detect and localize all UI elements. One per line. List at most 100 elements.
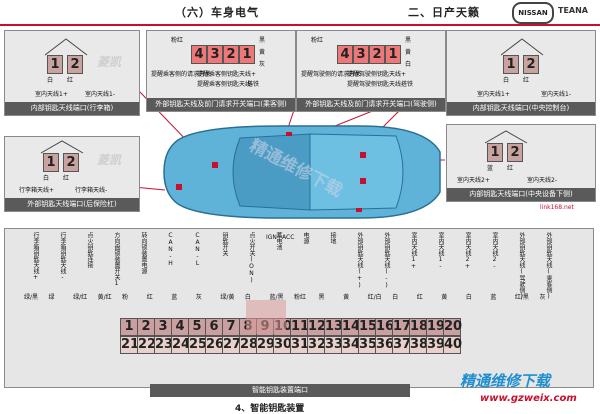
- connector-pin-18: 18: [409, 318, 429, 336]
- wire-color-red: 红: [63, 175, 70, 182]
- car-windshield: [232, 133, 311, 211]
- wire-color-white: 白: [503, 77, 510, 84]
- wire-color-label: 绿/黑: [24, 294, 39, 301]
- smart-key-unit-panel: [4, 228, 594, 388]
- connector-pin-22: 22: [137, 336, 157, 354]
- connector-pin-14: 14: [341, 318, 361, 336]
- connector-shape-icon: [484, 130, 528, 144]
- terminal-label: 室内天线2+: [464, 232, 471, 270]
- panel-interior-antenna-center: 1 2 蓝 红 室内天线2+ 室内天线2- 内部钥匙天线端口(中央设备下侧): [446, 124, 596, 202]
- pin-1: 1: [503, 55, 519, 74]
- antenna-label-plus: 室内天线1+: [477, 91, 510, 98]
- terminal-label: 室内天线1-: [437, 232, 444, 270]
- wire-color-label: 绿: [48, 294, 55, 301]
- footer-url: www.gzweix.com: [480, 393, 577, 404]
- wire-color-yellow: 黄: [259, 49, 266, 56]
- nissan-logo: NISSAN: [512, 2, 554, 24]
- car-top-view: [163, 125, 441, 219]
- connector-pin-23: 23: [154, 336, 174, 354]
- pin-1: 1: [47, 55, 63, 74]
- wire-color-red: 红: [67, 77, 74, 84]
- wire-color-label: 绿/红: [73, 294, 88, 301]
- terminal-label: 外部钥匙天线(-): [383, 232, 390, 289]
- terminal-label: 外部钥匙天线(驾驶侧): [518, 232, 525, 300]
- wire-color-gray: 灰: [259, 61, 266, 68]
- terminal-label: 外部钥匙天线(乘客侧): [545, 232, 552, 300]
- pin-2: 2: [523, 55, 539, 74]
- wire-color-label: 灰: [539, 294, 546, 301]
- pin-1: 1: [239, 45, 255, 64]
- ign-label: IGN: [266, 234, 277, 241]
- connector-pin-36: 36: [375, 336, 395, 354]
- connector-pin-32: 32: [307, 336, 327, 354]
- wire-color-label: 蓝: [171, 294, 178, 301]
- wire-color-label: 红/黑: [514, 294, 529, 301]
- pin-1: 1: [487, 143, 503, 162]
- connector-pin-30: 30: [273, 336, 293, 354]
- figure-title: 4、智能钥匙装置: [235, 404, 305, 414]
- pin-1: 1: [385, 45, 401, 64]
- connector-caption: 智能钥匙装置端口: [150, 384, 410, 397]
- connector-pin-37: 37: [392, 336, 412, 354]
- pin-2: 2: [369, 45, 385, 64]
- pin-2: 2: [507, 143, 523, 162]
- antenna-plus-label: 提醒乘客侧钥匙天线+: [197, 71, 257, 78]
- antenna-label-minus: 室内天线1-: [85, 91, 115, 98]
- model-name: TEANA: [558, 6, 588, 15]
- trunk-antenna-minus-label: 行李箱天线-: [75, 187, 108, 194]
- request-switch-label: 提醒驾驶侧的请求开关: [301, 71, 362, 78]
- connector-pin-17: 17: [392, 318, 412, 336]
- pin-2: 2: [223, 45, 239, 64]
- wire-color-yellow: 黄: [405, 49, 412, 56]
- wire-color-white: 白: [405, 61, 412, 68]
- terminal-label: 室内天线1+: [410, 232, 417, 270]
- connector-pin-4: 4: [171, 318, 189, 336]
- terminal-label: 行李箱钥匙天线-: [59, 232, 66, 281]
- connector-pin-19: 19: [426, 318, 446, 336]
- acc-label: ACC: [282, 234, 295, 241]
- watermark-text: 菱凯: [97, 153, 122, 167]
- connector-pin-27: 27: [222, 336, 242, 354]
- wire-color-row: 绿/黑绿绿/红黄/红粉红蓝灰绿/黄白蓝/黑粉红黑黄红/白白红黄白蓝红/黑灰: [20, 292, 580, 301]
- terminal-label: 钥匙开关: [221, 232, 228, 256]
- wire-color-white: 白: [47, 77, 54, 84]
- antenna-marker-passenger: [286, 132, 292, 136]
- connector-pin-31: 31: [290, 336, 310, 354]
- wire-color-label: 黄: [441, 294, 448, 301]
- connector-pin-5: 5: [188, 318, 206, 336]
- panel-interior-antenna-console: 1 2 白 红 室内天线1+ 室内天线1- 内部钥匙天线端口(中央控制台): [446, 30, 596, 116]
- wire-color-blue: 蓝: [487, 165, 494, 172]
- connector-pin-29: 29: [256, 336, 276, 354]
- pin-4: 4: [191, 45, 207, 64]
- connector-pin-39: 39: [426, 336, 446, 354]
- car-roof: [309, 133, 404, 211]
- terminal-label: 行李箱钥匙天线+: [32, 232, 39, 281]
- wire-color-label: 白: [392, 294, 399, 301]
- connector-pin-7: 7: [222, 318, 240, 336]
- wire-color-red: 红: [507, 165, 514, 172]
- connector-pin-40: 40: [443, 336, 463, 354]
- pin-3: 3: [353, 45, 369, 64]
- antenna-marker-driver: [356, 208, 362, 212]
- terminal-label: 室内天线2-: [491, 232, 498, 270]
- terminal-label: 点火钥匙连接: [86, 232, 93, 268]
- wire-color-label: 黄: [343, 294, 350, 301]
- wire-color-black: 黑: [259, 37, 266, 44]
- antenna-marker-center: [360, 178, 366, 184]
- panel-caption: 内部钥匙天线端口(行李箱): [5, 102, 139, 115]
- antenna-plus-label: 提醒驾驶侧钥匙天线+: [347, 71, 407, 78]
- terminal-label: 方向盘锁装置开关1: [113, 232, 120, 287]
- trunk-antenna-plus-label: 行李箱天线+: [19, 187, 55, 194]
- wire-color-pink: 粉红: [171, 37, 184, 44]
- connector-pin-33: 33: [324, 336, 344, 354]
- wire-color-label: 蓝/黑: [269, 294, 284, 301]
- smart-key-connector: 1234567891011121314151617181920212223242…: [114, 300, 463, 374]
- terminal-label: 电源: [302, 232, 309, 244]
- connector-pin-20: 20: [443, 318, 463, 336]
- page-header: [0, 0, 600, 26]
- panel-caption: 内部钥匙天线端口(中央设备下侧): [447, 188, 595, 201]
- panel-exterior-antenna-passenger: 4 3 2 1 粉红 黑 黄 灰 提醒乘客侧的请求开关 提醒乘客侧钥匙天线+ 提…: [146, 30, 296, 112]
- pin-4: 4: [337, 45, 353, 64]
- connector-pin-2: 2: [137, 318, 155, 336]
